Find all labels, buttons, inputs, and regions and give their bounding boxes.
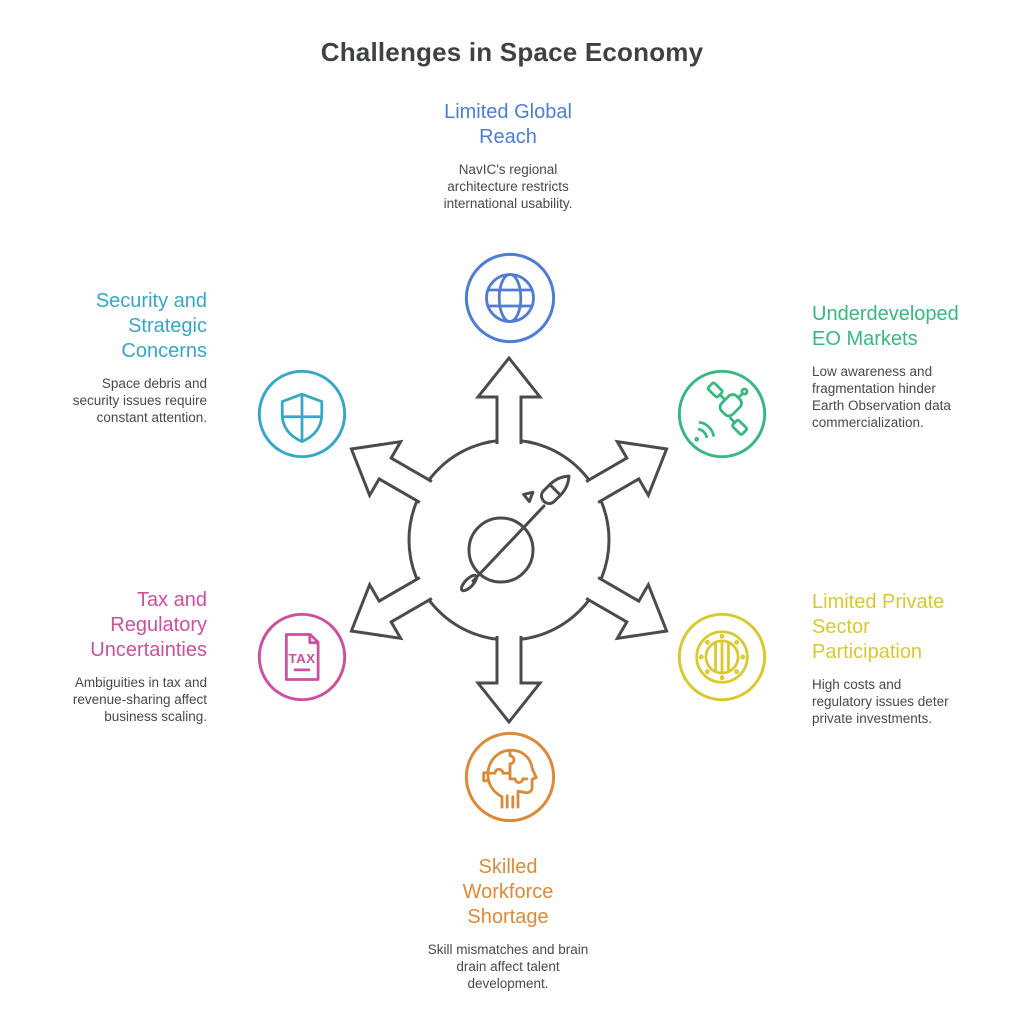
node-limited-private-sector: Limited Private Sector Participation Hig… — [812, 590, 1017, 727]
page-title: Challenges in Space Economy — [320, 37, 704, 67]
arrow-upper-left — [349, 439, 433, 504]
node-tax-regulatory-uncertainties: Tax and Regulatory Uncertainties Ambigui… — [7, 588, 207, 725]
node-title: Tax and Regulatory Uncertainties — [90, 589, 207, 661]
node-title: Limited Private Sector Participation — [812, 591, 945, 663]
globe-icon — [463, 251, 557, 345]
tax-document-icon: TAX — [256, 611, 348, 703]
node-description: High costs and regulatory issues deter p… — [812, 677, 949, 726]
node-description: Ambiguities in tax and revenue-sharing a… — [72, 675, 207, 724]
satellite-icon — [676, 368, 768, 460]
head-puzzle-icon — [463, 730, 557, 824]
node-skilled-workforce-shortage: Skilled Workforce Shortage Skill mismatc… — [388, 855, 628, 992]
arrow-upper-right — [585, 439, 669, 504]
node-title: Underdeveloped EO Markets — [812, 303, 959, 350]
arrow-down — [474, 636, 544, 725]
node-description: Low awareness and fragmentation hinder E… — [812, 364, 951, 430]
node-title: Limited Global Reach — [444, 101, 572, 148]
arrow-lower-left — [349, 576, 433, 641]
planet-rocket-icon — [459, 474, 571, 593]
shield-icon — [256, 368, 348, 460]
coin-icon — [676, 611, 768, 703]
node-title: Skilled Workforce Shortage — [462, 856, 554, 928]
node-underdeveloped-eo-markets: Underdeveloped EO Markets Low awareness … — [812, 302, 1017, 431]
node-description: Skill mismatches and brain drain affect … — [427, 942, 589, 991]
tax-label: TAX — [288, 651, 315, 666]
node-description: NavIC's regional architecture restricts … — [443, 162, 573, 211]
hub-planet-rocket — [309, 340, 709, 740]
node-security-strategic-concerns: Security and Strategic Concerns Space de… — [7, 289, 207, 426]
node-limited-global-reach: Limited Global Reach NavIC's regional ar… — [388, 100, 628, 212]
arrow-up — [474, 355, 544, 444]
node-title: Security and Strategic Concerns — [95, 290, 207, 362]
node-description: Space debris and security issues require… — [72, 376, 207, 425]
hub-circle — [407, 438, 611, 642]
arrow-lower-right — [585, 576, 669, 641]
